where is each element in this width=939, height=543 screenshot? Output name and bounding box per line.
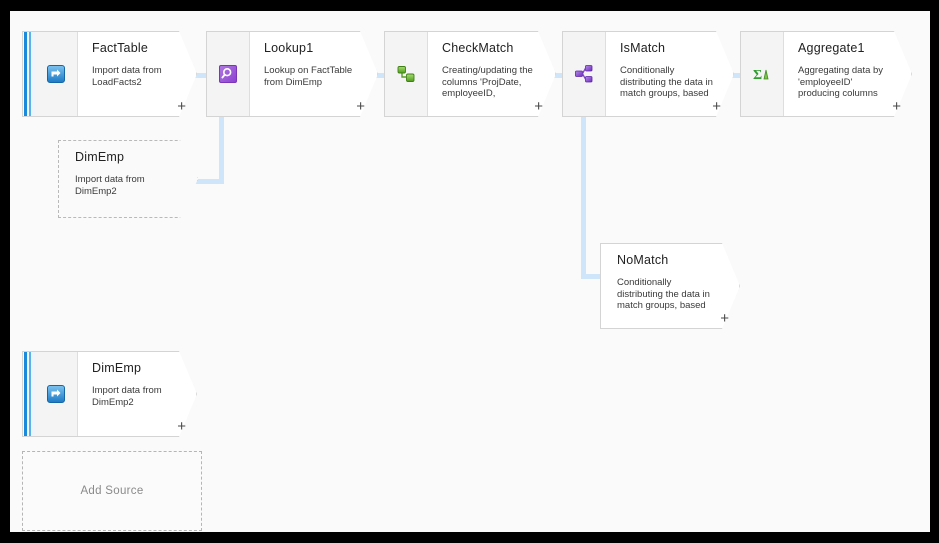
conditional-split-icon (574, 64, 594, 84)
node-checkmatch-add-button[interactable]: + (534, 98, 543, 115)
node-dimemp-reference-shape: DimEmp Import data from DimEmp2 (58, 140, 198, 218)
node-ismatch-title: IsMatch (620, 41, 666, 55)
node-lookup1-shape: Lookup1 Lookup on FactTable from DimEmp (206, 31, 378, 117)
connector-ismatch-to-nomatch-horizontal (581, 274, 607, 279)
node-aggregate1-shape: Σ Aggregate1 Aggregating data by 'employ… (740, 31, 912, 117)
node-facttable-body: FactTable Import data from LoadFacts2 (78, 32, 196, 116)
node-facttable-title: FactTable (92, 41, 148, 55)
derived-column-icon (396, 64, 416, 84)
node-checkmatch-body: CheckMatch Creating/updating the columns… (428, 32, 555, 116)
flow-canvas[interactable]: FactTable Import data from LoadFacts2 + (10, 11, 930, 532)
aggregate-sigma-icon: Σ (752, 64, 772, 84)
node-dimemp-source-add-button[interactable]: + (177, 418, 186, 435)
node-nomatch-body: NoMatch Conditionally distributing the d… (601, 244, 739, 328)
node-checkmatch-shape: CheckMatch Creating/updating the columns… (384, 31, 556, 117)
svg-text:Σ: Σ (753, 68, 762, 83)
node-checkmatch-icon-panel (385, 32, 428, 116)
lookup-magnifier-icon (218, 64, 238, 84)
source-import-icon (46, 384, 66, 404)
source-stripe (23, 352, 35, 436)
node-dimemp-reference-description: Import data from DimEmp2 (75, 174, 145, 197)
node-facttable-shape: FactTable Import data from LoadFacts2 (22, 31, 197, 117)
node-dimemp-source-icon-panel (35, 352, 78, 436)
add-source-button[interactable]: Add Source (22, 451, 202, 531)
node-nomatch-description: Conditionally distributing the data in m… (617, 277, 710, 311)
node-dimemp-source-description: Import data from DimEmp2 (92, 385, 162, 408)
node-facttable-description: Import data from LoadFacts2 (92, 65, 162, 88)
node-nomatch[interactable]: NoMatch Conditionally distributing the d… (600, 243, 740, 327)
node-dimemp-source[interactable]: DimEmp Import data from DimEmp2 + (22, 351, 197, 435)
node-facttable-add-button[interactable]: + (177, 98, 186, 115)
node-ismatch[interactable]: IsMatch Conditionally distributing the d… (562, 31, 732, 115)
connector-ismatch-to-nomatch-vertical (581, 107, 586, 279)
node-aggregate1-icon-panel: Σ (741, 32, 784, 116)
node-facttable[interactable]: FactTable Import data from LoadFacts2 + (22, 31, 197, 115)
node-lookup1[interactable]: Lookup1 Lookup on FactTable from DimEmp … (206, 31, 376, 115)
connector-dimemp-ghost-horizontal (188, 179, 224, 184)
node-checkmatch[interactable]: CheckMatch Creating/updating the columns… (384, 31, 554, 115)
node-lookup1-add-button[interactable]: + (356, 98, 365, 115)
source-stripe (23, 32, 35, 116)
node-ismatch-add-button[interactable]: + (712, 98, 721, 115)
node-nomatch-title: NoMatch (617, 253, 669, 267)
node-aggregate1-add-button[interactable]: + (892, 98, 901, 115)
node-facttable-icon-panel (35, 32, 78, 116)
node-lookup1-title: Lookup1 (264, 41, 314, 55)
node-aggregate1-description: Aggregating data by 'employeeID' produci… (798, 65, 884, 99)
node-lookup1-body: Lookup1 Lookup on FactTable from DimEmp (250, 32, 377, 116)
node-aggregate1-body: Aggregate1 Aggregating data by 'employee… (784, 32, 911, 116)
node-nomatch-add-button[interactable]: + (720, 310, 729, 327)
source-import-icon (46, 64, 66, 84)
node-dimemp-reference[interactable]: DimEmp Import data from DimEmp2 (58, 140, 198, 216)
node-dimemp-source-shape: DimEmp Import data from DimEmp2 (22, 351, 197, 437)
node-dimemp-source-body: DimEmp Import data from DimEmp2 (78, 352, 196, 436)
connector-dimemp-ghost-vertical (219, 91, 224, 181)
add-source-label: Add Source (80, 485, 144, 497)
node-aggregate1[interactable]: Σ Aggregate1 Aggregating data by 'employ… (740, 31, 912, 115)
node-checkmatch-description: Creating/updating the columns 'ProjDate,… (442, 65, 533, 99)
node-ismatch-description: Conditionally distributing the data in m… (620, 65, 713, 99)
node-ismatch-shape: IsMatch Conditionally distributing the d… (562, 31, 734, 117)
node-lookup1-icon-panel (207, 32, 250, 116)
node-checkmatch-title: CheckMatch (442, 41, 514, 55)
node-nomatch-shape: NoMatch Conditionally distributing the d… (600, 243, 740, 329)
node-dimemp-reference-body: DimEmp Import data from DimEmp2 (59, 141, 197, 217)
node-lookup1-description: Lookup on FactTable from DimEmp (264, 65, 353, 88)
node-dimemp-source-title: DimEmp (92, 361, 142, 375)
node-ismatch-icon-panel (563, 32, 606, 116)
node-ismatch-body: IsMatch Conditionally distributing the d… (606, 32, 733, 116)
node-aggregate1-title: Aggregate1 (798, 41, 865, 55)
node-dimemp-reference-title: DimEmp (75, 150, 125, 164)
